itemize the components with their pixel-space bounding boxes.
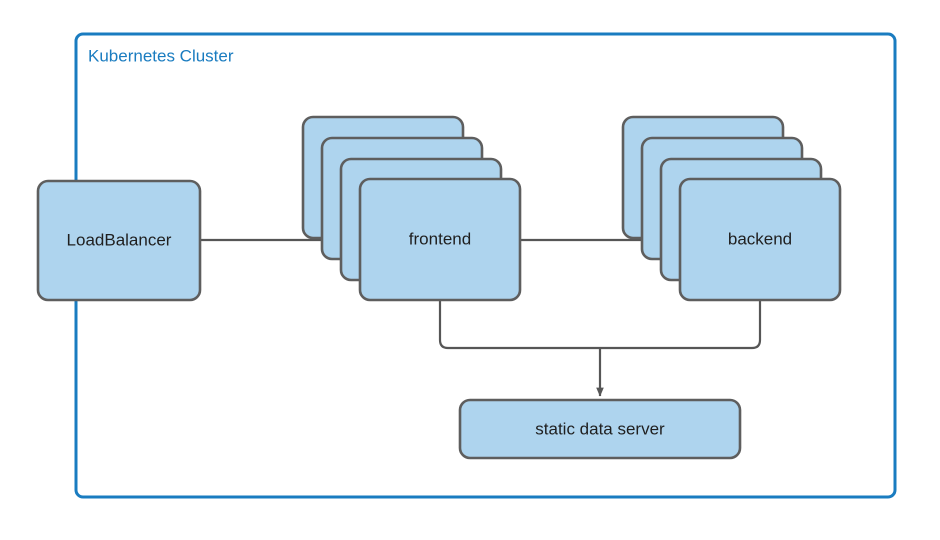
node-backend[interactable]: backend [621,115,842,302]
backend-stack-card-1 [678,177,842,302]
node-static-data-server[interactable]: static data server [458,398,742,460]
loadbalancer-box [36,179,202,302]
node-loadbalancer[interactable]: LoadBalancer [36,179,202,302]
edge-frontend-to-static-data-server[interactable] [438,300,600,350]
static-data-server-box [458,398,742,460]
edge-line [438,300,600,350]
node-frontend[interactable]: frontend [301,115,522,302]
frontend-stack-card-1 [358,177,522,302]
edge-line [600,300,762,350]
edge-backend-to-static-data-server[interactable] [600,300,762,350]
cluster-title-label: Kubernetes Cluster [88,46,234,65]
